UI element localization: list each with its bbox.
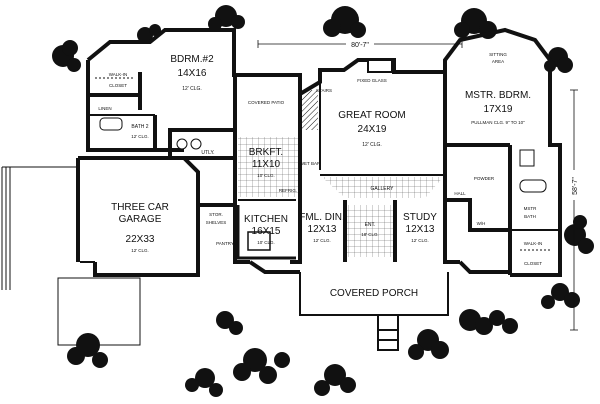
- study-name: STUDY: [403, 212, 437, 223]
- refrig-label: REFRIG.: [279, 188, 297, 193]
- master-bedroom-size: 17X19: [484, 104, 513, 115]
- bathtub-icon: [99, 117, 123, 131]
- walkin-master-sub: CLOSET: [524, 261, 542, 266]
- hall-label: HALL: [454, 191, 466, 196]
- tree-icon: [67, 333, 108, 368]
- tree-icon: [185, 368, 223, 397]
- overall-width-label: 80'-7": [351, 42, 369, 49]
- washer-icon: [176, 138, 188, 150]
- garage-ceiling: 12' CLG.: [131, 248, 149, 253]
- dryer-icon: [190, 138, 202, 150]
- gallery-label: GALLERY: [371, 186, 395, 192]
- covered-patio-label: COVERED PATIO: [248, 100, 285, 105]
- tree-icon: [459, 309, 518, 335]
- powder-label: POWDER: [474, 176, 495, 181]
- great-room-ceiling: 12' CLG.: [362, 142, 382, 148]
- garage-sub: GARAGE: [119, 214, 162, 225]
- bathtub-icon: [519, 179, 547, 193]
- walkin-left-name: WALK-IN: [109, 72, 128, 77]
- bedroom2-ceiling: 12' CLG.: [182, 86, 202, 92]
- tree-icon: [323, 6, 366, 38]
- dimension-lines: 80'-7" 58'-7": [257, 39, 579, 331]
- kitchen-ceiling: 10' CLG.: [257, 240, 275, 245]
- tree-icon: [52, 40, 81, 72]
- covered-porch-label: COVERED PORCH: [330, 288, 418, 299]
- fixtures: [80, 59, 550, 263]
- bedroom2-size: 14X16: [178, 68, 207, 79]
- shower-icon: [519, 149, 535, 167]
- garage-name: THREE CAR: [111, 202, 169, 213]
- entry-ceiling: 18' CLG.: [361, 232, 379, 237]
- overall-depth-label: 58'-7": [572, 177, 579, 195]
- tree-icon: [541, 283, 580, 309]
- great-room-name: GREAT ROOM: [338, 110, 405, 121]
- study-size: 12X13: [406, 224, 435, 235]
- wh-label: W/H: [477, 221, 486, 226]
- kitchen-name: KITCHEN: [244, 214, 288, 225]
- pantry-label: PANTRY: [216, 241, 234, 246]
- breakfast-size: 11X10: [252, 159, 281, 170]
- tree-icon: [544, 47, 573, 73]
- tree-icon: [216, 311, 243, 335]
- wet-bar-label: WET BAR: [300, 161, 321, 166]
- study-ceiling: 12' CLG.: [411, 238, 429, 243]
- storage-sub: SHELVES: [206, 220, 226, 225]
- sitting-area-name: SITTING: [489, 52, 507, 57]
- landscape-trees: [52, 5, 594, 397]
- great-room-size: 24X19: [358, 124, 387, 135]
- bath2-ceiling: 12' CLG.: [131, 134, 149, 139]
- breakfast-ceiling: 10' CLG.: [257, 173, 275, 178]
- tile-floors: [238, 137, 443, 257]
- kitchen-size: 16X15: [252, 226, 281, 237]
- master-bedroom-name: MSTR. BDRM.: [465, 90, 531, 101]
- driveway: [1, 166, 141, 346]
- tree-icon: [137, 24, 161, 43]
- utility-label: UTLY.: [201, 150, 214, 156]
- fixed-glass-label: FIXED GLASS: [357, 78, 387, 83]
- sitting-area-sub: AREA: [492, 59, 504, 64]
- stairs-label: STAIRS: [316, 88, 332, 93]
- kitchen-counter: [236, 205, 296, 260]
- tree-icon: [233, 348, 290, 384]
- garage-size: 22X33: [126, 234, 155, 245]
- family-dining-size: 12X13: [308, 224, 337, 235]
- tree-icon: [408, 329, 449, 360]
- fireplace-icon: [367, 59, 393, 73]
- master-bedroom-ceiling: PULLMAN CLG. 9" TO 10": [471, 120, 525, 125]
- walls: [76, 27, 562, 351]
- walkin-master-name: WALK-IN: [524, 241, 543, 246]
- kitchen-island-icon: [247, 231, 271, 251]
- master-bath-name: MSTR: [524, 206, 537, 211]
- master-bath-sub: BATH: [524, 214, 536, 219]
- linen-label: LINEN: [98, 106, 111, 111]
- room-labels: BDRM.#2 14X16 12' CLG. WALK-IN CLOSET BA…: [98, 52, 542, 299]
- tree-icon: [564, 215, 594, 254]
- family-dining-name: FML. DIN.: [299, 212, 345, 223]
- tree-icon: [208, 5, 245, 31]
- storage-name: STOR.: [209, 212, 223, 217]
- tree-icon: [314, 364, 356, 396]
- entry-name: ENT.: [365, 222, 376, 228]
- family-dining-ceiling: 12' CLG.: [313, 238, 331, 243]
- stairs-icon: [302, 90, 318, 130]
- breakfast-name: BRKFT.: [249, 147, 283, 158]
- walkin-left-sub: CLOSET: [109, 83, 127, 88]
- bedroom2-name: BDRM.#2: [170, 54, 214, 65]
- bath2-name: BATH 2: [131, 124, 148, 130]
